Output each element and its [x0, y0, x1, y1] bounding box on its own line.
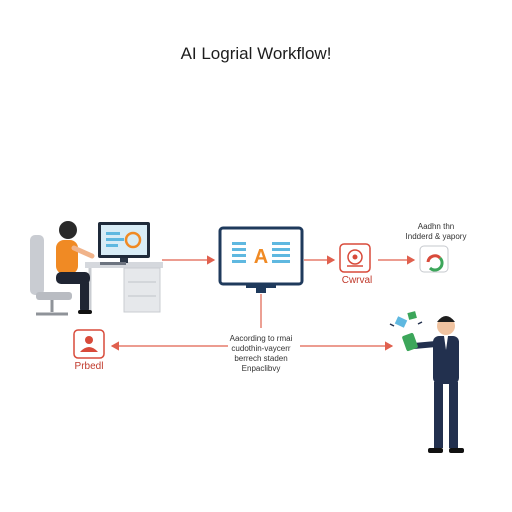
top-right-label-line2: Indderd & yapory [405, 232, 467, 241]
connectors [110, 255, 416, 351]
center-text-line3: berrech staden [234, 354, 288, 363]
cwrval-label: Cwrval [341, 275, 373, 286]
center-text-line2: cudothin-vaycerr [231, 344, 291, 353]
center-text-line4: Enpaclibvy [241, 364, 281, 373]
prbedl-node-icon [73, 329, 105, 359]
diagram-title: AI Logrial Workflow! [180, 44, 332, 63]
top-right-node-icon [419, 245, 449, 273]
prbedl-label: Prbedl [74, 361, 104, 372]
center-text-line1: Aacording to rmai [229, 334, 293, 343]
monitor-letter: A [254, 246, 268, 268]
person-at-desk-illustration [30, 221, 163, 316]
businessman-illustration [389, 311, 464, 453]
cwrval-node-icon [339, 243, 371, 273]
top-right-label-line1: Aadhn thn [417, 222, 455, 231]
central-monitor: A [218, 226, 304, 293]
